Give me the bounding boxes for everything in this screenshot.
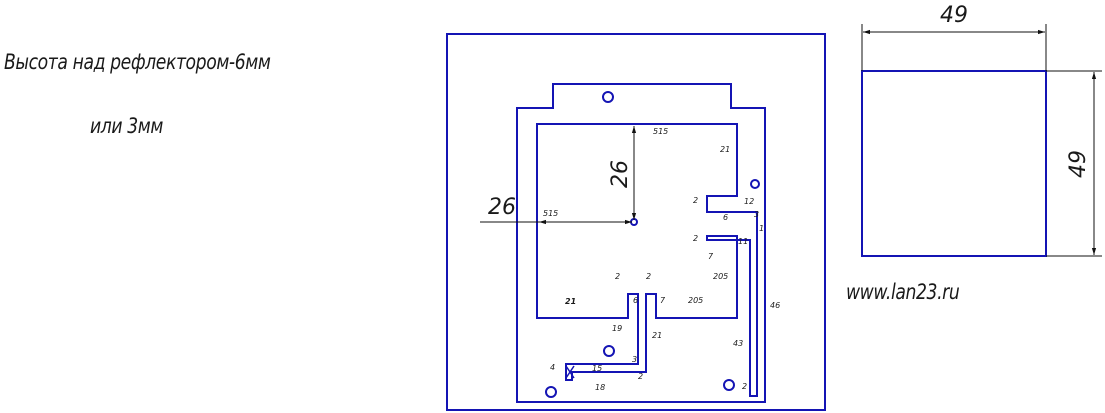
height-note: Высота над рефлектором-6мм <box>4 50 271 74</box>
mounting-hole <box>602 91 614 103</box>
dimension-label: 12 <box>744 197 754 206</box>
dimension-label: 2 <box>638 372 643 381</box>
dimension-label: 46 <box>770 301 780 310</box>
dimension-label: 7 <box>708 252 714 261</box>
dimension-label: 21 <box>720 145 730 154</box>
dimension-label: 21 <box>652 331 662 340</box>
mounting-hole <box>723 379 735 391</box>
dimension-label: 6 <box>723 213 728 222</box>
dimension-label: 1 <box>759 224 764 233</box>
dimension-width-49: 49 <box>940 3 968 28</box>
dimension-label: 15 <box>592 364 602 373</box>
dimension-label: 6 <box>633 296 638 305</box>
dimension-horizontal-26: 26 <box>488 195 516 220</box>
website-label: www.lan23.ru <box>846 280 960 304</box>
dimension-label: 3 <box>754 210 759 219</box>
dimension-label: 7 <box>660 296 666 305</box>
dimension-label: 2 <box>742 382 747 391</box>
dimension-height-49: 49 <box>1066 150 1091 178</box>
dimension-label: 2 <box>646 272 651 281</box>
mounting-hole <box>603 345 615 357</box>
side-square <box>861 70 1047 257</box>
dimension-label: 43 <box>733 339 743 348</box>
board-outline <box>516 83 766 403</box>
reflector-outline <box>446 33 826 411</box>
dimension-label: 2 <box>615 272 620 281</box>
dimension-label: 3 <box>632 355 637 364</box>
dimension-label: 19 <box>612 324 622 333</box>
dimension-label: 11 <box>738 237 748 246</box>
mounting-hole <box>545 386 557 398</box>
dimension-label: 205 <box>713 272 728 281</box>
dimension-vertical-26: 26 <box>608 160 633 188</box>
feed-mark <box>565 365 575 379</box>
height-note-alt: или 3мм <box>90 114 163 138</box>
dimension-label: 4 <box>550 363 555 372</box>
dimension-label: 515 <box>653 127 668 136</box>
dimension-label: 205 <box>688 296 703 305</box>
dimension-label: 2 <box>693 196 698 205</box>
dimension-label: 18 <box>595 383 605 392</box>
patch-outline <box>536 123 758 397</box>
dimension-label: 2 <box>693 234 698 243</box>
dimension-label: 515 <box>543 209 558 218</box>
mounting-hole <box>750 179 760 189</box>
dimension-label: 21 <box>565 297 576 306</box>
